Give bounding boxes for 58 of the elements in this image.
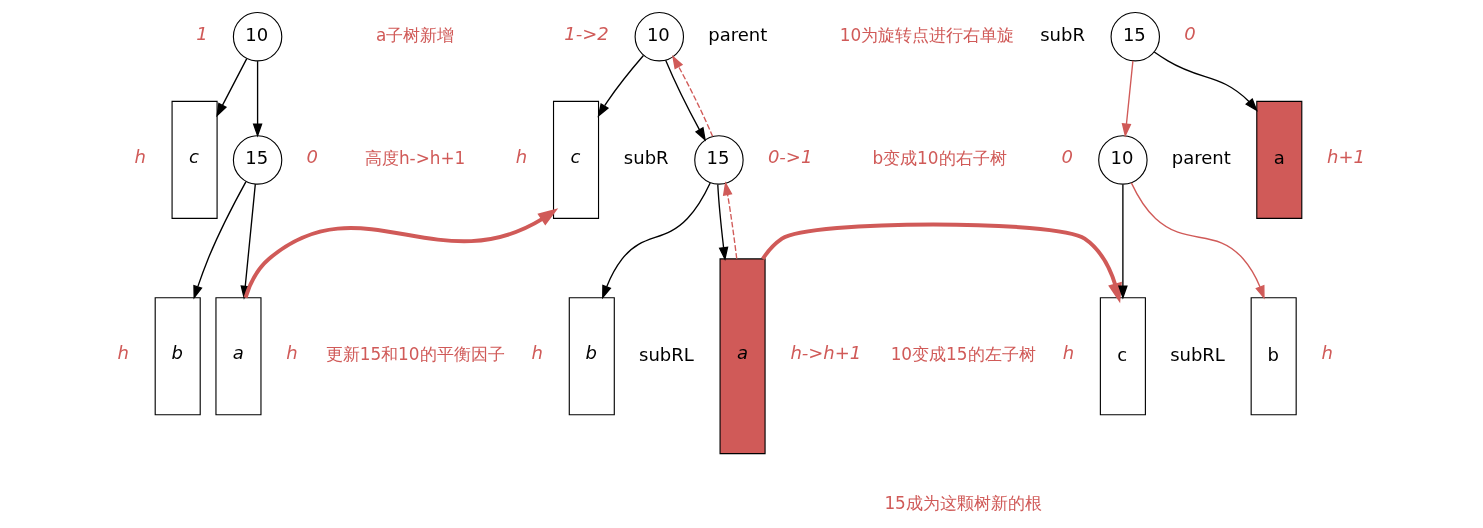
node-label: subR xyxy=(623,147,669,169)
node-box: a xyxy=(719,258,766,455)
node-box: a xyxy=(1255,100,1302,219)
node-label: parent xyxy=(707,23,767,45)
node-circle: 10 xyxy=(232,11,282,62)
node-circle: 15 xyxy=(1110,11,1160,62)
label: a子树新增 xyxy=(375,24,454,45)
node-label: 1->2 xyxy=(563,22,609,44)
node-label: subRL xyxy=(638,343,694,365)
node-box: c xyxy=(552,100,599,219)
node-label: 0 xyxy=(1183,22,1196,44)
arrow xyxy=(664,59,706,142)
node-label: h xyxy=(285,342,298,364)
node-label: h xyxy=(1062,342,1074,364)
node-label: subR xyxy=(1039,23,1085,45)
node-label: 0 xyxy=(306,146,318,168)
arrow xyxy=(601,182,711,300)
node-label: h xyxy=(531,342,543,364)
node-circle: 10 xyxy=(634,11,684,62)
arrow xyxy=(1130,182,1265,300)
node-box: b xyxy=(1250,297,1297,416)
node-label: 0->1 xyxy=(767,146,812,168)
node-label: h xyxy=(515,146,527,168)
label: 15成为这颗树新的根 xyxy=(883,492,1042,513)
node-box: b xyxy=(154,297,201,416)
arrow xyxy=(716,183,728,261)
node-box: a xyxy=(214,297,262,416)
arrow xyxy=(760,222,1122,304)
arrow xyxy=(215,58,247,118)
arrow xyxy=(243,208,558,299)
node-label: subRL xyxy=(1169,343,1225,365)
node-circle: 15 xyxy=(693,135,744,185)
arrow xyxy=(192,180,247,300)
node-label: h xyxy=(117,342,129,364)
node-label: h+1 xyxy=(1326,146,1365,168)
node-label: h xyxy=(133,146,146,168)
arrow xyxy=(1153,51,1258,112)
arrow xyxy=(1117,183,1128,300)
label: 高度h->h+1 xyxy=(364,147,465,168)
label: 更新15和10的平衡因子 xyxy=(325,344,505,365)
arrow xyxy=(671,54,713,137)
node-circle: 10 xyxy=(1097,135,1148,185)
label: 10为旋转点进行右单旋 xyxy=(839,24,1014,45)
arrow xyxy=(1121,60,1134,138)
node-circle: 15 xyxy=(232,135,282,185)
arrow xyxy=(252,60,262,138)
node-label: h->h+1 xyxy=(789,342,861,364)
label: b变成10的右子树 xyxy=(871,147,1007,168)
node-label: parent xyxy=(1171,147,1231,169)
arrow xyxy=(722,181,737,260)
node-box: c xyxy=(171,100,218,219)
node-box: c xyxy=(1099,297,1146,416)
node-label: 1 xyxy=(195,22,208,44)
label: 10变成15的左子树 xyxy=(890,344,1036,365)
node-label: 0 xyxy=(1061,146,1073,168)
node-box: b xyxy=(568,297,615,416)
arrow xyxy=(597,54,644,118)
node-label: h xyxy=(1320,342,1333,364)
